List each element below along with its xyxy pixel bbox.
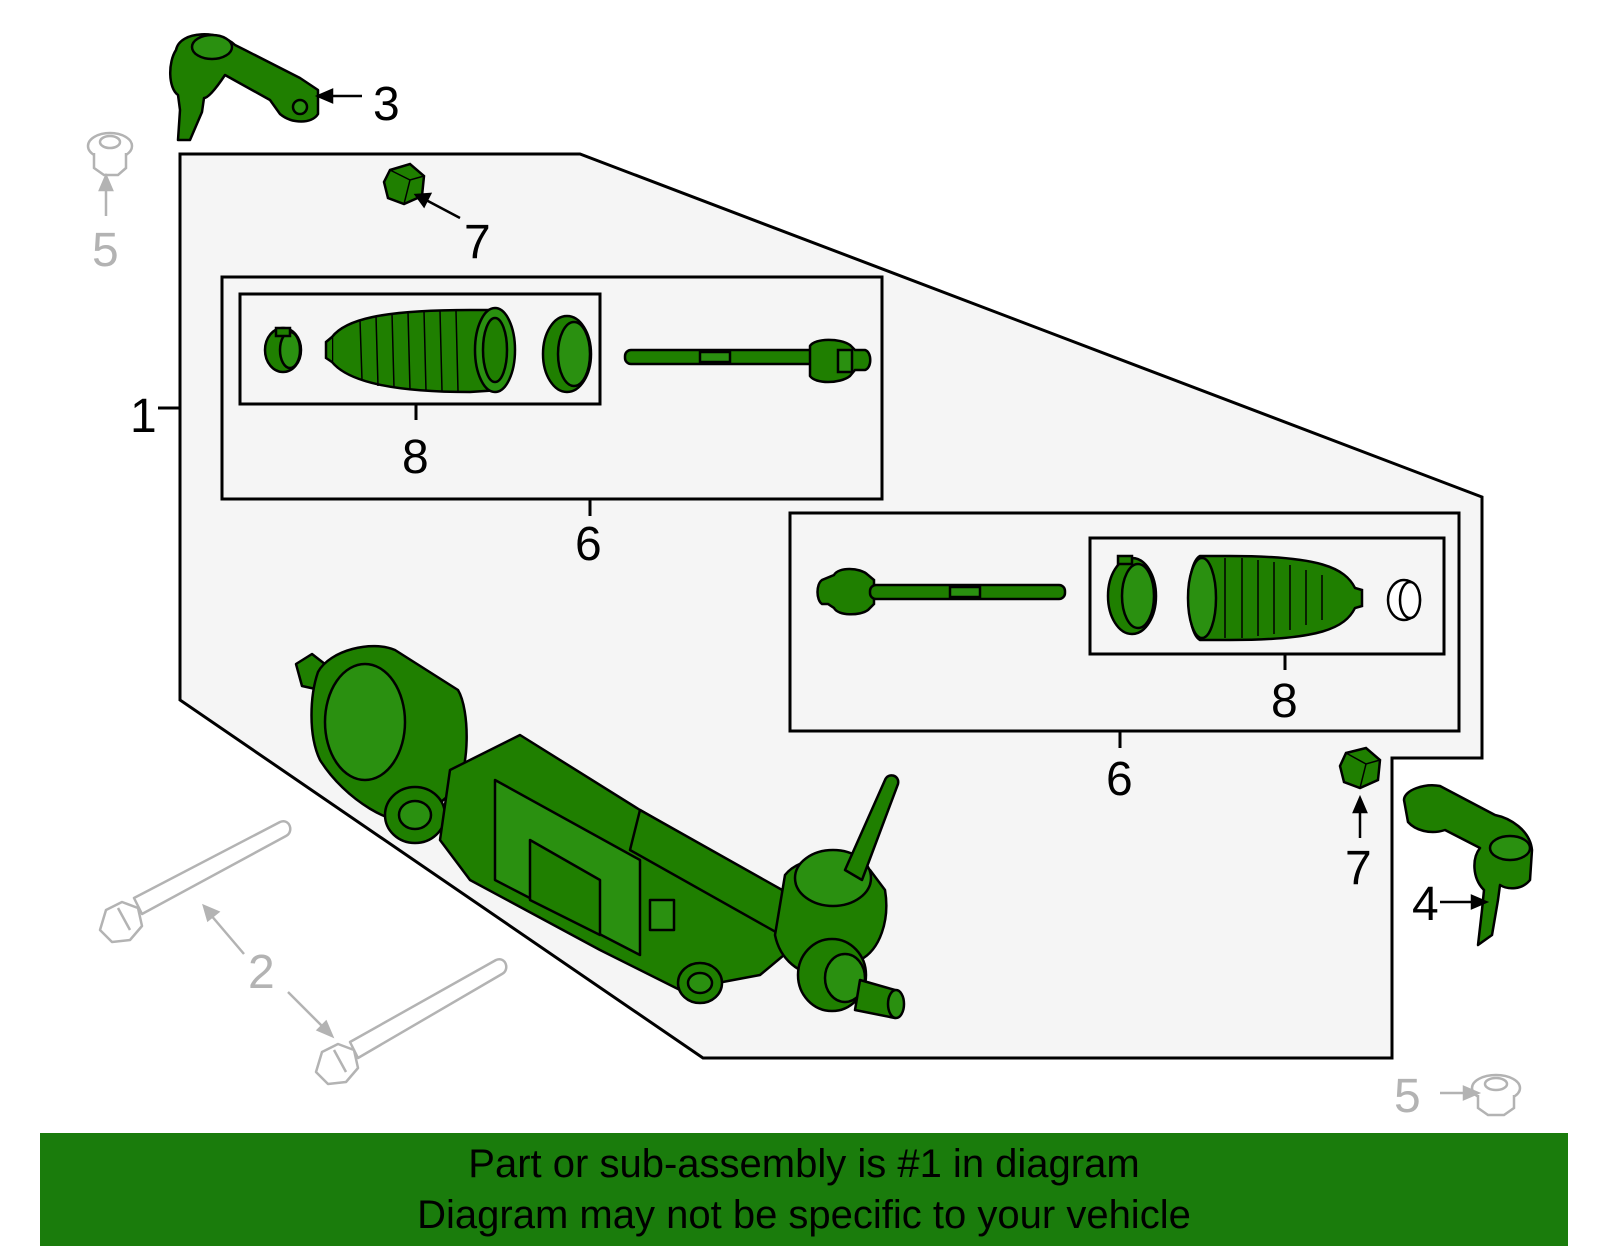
arrow-4: [1440, 894, 1490, 910]
arrow-5-top: [98, 172, 114, 216]
callout-3: 3: [373, 78, 400, 131]
flange-nut-bottom: [1470, 1073, 1522, 1117]
arrows-2: [202, 903, 335, 1039]
boot-clamp-small-top: [263, 326, 303, 374]
flange-nut-top: [86, 131, 134, 177]
arrow-7-bottom: [1352, 794, 1368, 838]
steering-rack-gear: [294, 644, 906, 1020]
inner-tie-rod-bottom: [816, 567, 1067, 616]
footer-line-2: Diagram may not be specific to your vehi…: [417, 1193, 1191, 1237]
callout-8-bottom: 8: [1271, 675, 1298, 728]
jam-nut-bottom: [1338, 746, 1382, 790]
boot-clamp-large-top: [541, 314, 593, 394]
footer-banner-bg: [40, 1133, 1568, 1246]
footer-line-1: Part or sub-assembly is #1 in diagram: [468, 1142, 1140, 1186]
arrow-5-bottom: [1440, 1085, 1482, 1101]
callout-5-top: 5: [92, 224, 119, 277]
boot-clamp-large-bottom: [1106, 554, 1158, 636]
callout-2: 2: [248, 946, 275, 999]
callout-5-bottom: 5: [1394, 1070, 1421, 1123]
boot-clamp-small-bottom: [1386, 578, 1422, 622]
callout-6-bottom: 6: [1106, 753, 1133, 806]
callout-6-top: 6: [575, 518, 602, 571]
outer-tie-rod-end-right: [1402, 784, 1534, 947]
arrow-7-top: [413, 192, 461, 220]
steering-boot-bottom: [1186, 554, 1364, 642]
mounting-bolt-upper: [98, 820, 292, 944]
outer-tie-rod-end-left: [169, 33, 320, 142]
callout-4: 4: [1412, 878, 1439, 931]
mounting-bolt-lower: [314, 958, 508, 1086]
callout-8-top: 8: [402, 431, 429, 484]
callout-7-top: 7: [464, 216, 491, 269]
callout-7-bottom: 7: [1345, 842, 1372, 895]
footer-banner: Part or sub-assembly is #1 in diagram Di…: [40, 1133, 1568, 1246]
callout-1: 1: [130, 390, 157, 443]
inner-tie-rod-top: [623, 338, 872, 384]
arrow-3: [314, 88, 362, 104]
steering-boot-top: [324, 306, 517, 394]
